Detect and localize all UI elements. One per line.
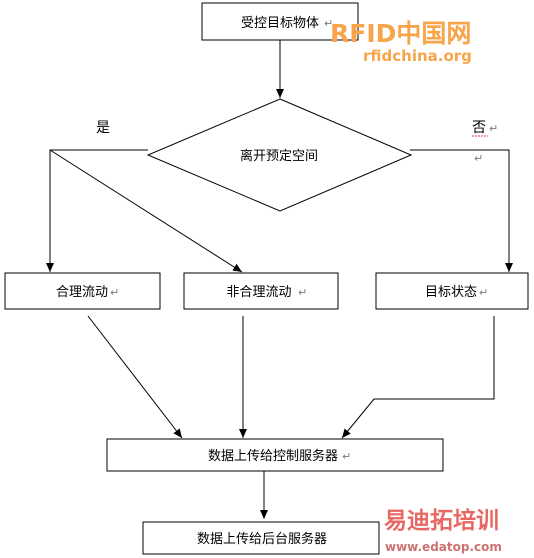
node-start-box [201,2,359,41]
paragraph-mark: ↵ [324,17,333,30]
watermark-rfidchina-title: RFID中国网 [330,19,471,48]
watermark-rfidchina-url: rfidchina.org [363,47,472,65]
node-start: 受控目标物体 ↵ [201,2,359,41]
node-start-label: 受控目标物体 [241,16,319,31]
node-decision: 离开预定空间 [146,98,413,212]
branch-label-yes: 是 [96,120,110,136]
node-unreasonable-label: 非合理流动 [226,285,291,300]
node-upload-backend: 数据上传给后台服务器 [142,521,380,555]
watermark-rfidchina: RFID中国网 rfidchina.org [330,19,472,65]
paragraph-mark: ↵ [474,152,483,165]
paragraph-mark: ↵ [342,450,351,463]
node-reasonable: 合理流动 ↵ [4,272,161,310]
watermark-edatop: 易迪拓培训 www.edatop.com [384,507,502,554]
arrow-yes-to-reasonable [46,149,148,272]
node-unreasonable: 非合理流动 ↵ [183,272,339,310]
arrow-no-to-status [410,149,513,272]
node-reasonable-box [4,272,161,310]
node-reasonable-label: 合理流动 [56,285,108,300]
node-upload-control: 数据上传给控制服务器 ↵ [106,438,444,472]
node-decision-label: 离开预定空间 [240,148,318,164]
node-status: 目标状态 ↵ [375,272,529,310]
paragraph-mark: ↵ [479,286,488,299]
node-status-box [375,272,529,310]
arrow-reasonable-to-upload [87,315,183,439]
branch-label-no: 否 [472,120,486,136]
node-unreasonable-box [183,272,339,310]
node-upload-backend-label: 数据上传给后台服务器 [197,531,327,547]
node-upload-control-label: 数据上传给控制服务器 [208,448,338,464]
node-upload-backend-box [142,521,380,555]
watermark-edatop-title: 易迪拓培训 [384,507,499,534]
arrow-yes-to-unreasonable [49,149,243,273]
watermark-edatop-url: www.edatop.com [385,540,502,554]
node-upload-control-box [106,438,444,472]
arrow-status-to-upload [341,316,495,439]
decision-diamond [146,98,413,212]
node-status-label: 目标状态 [425,285,477,300]
paragraph-mark: ↵ [298,286,307,299]
paragraph-mark: ↵ [489,122,498,135]
paragraph-mark: ↵ [110,286,119,299]
connectors [46,40,513,519]
